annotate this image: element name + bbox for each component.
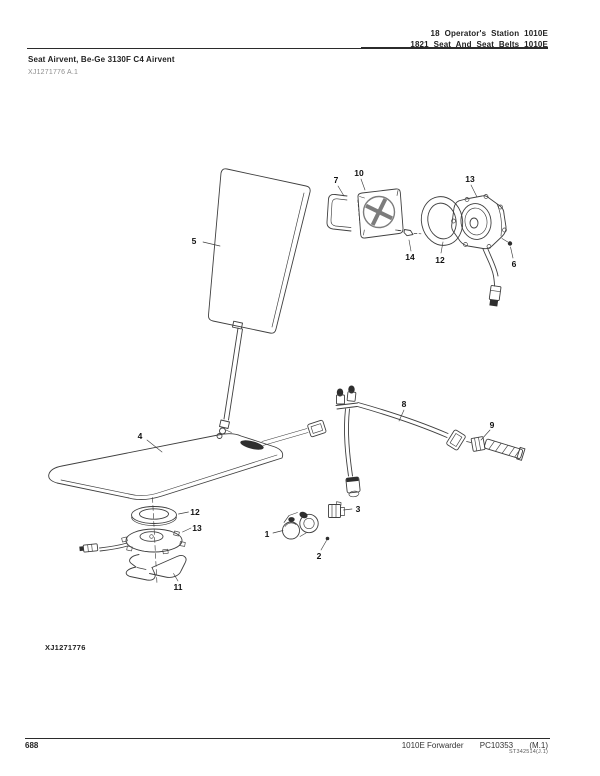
part-label-1: 1 [264, 529, 270, 539]
part-label-8: 8 [401, 399, 407, 409]
part-label-4: 4 [137, 431, 143, 441]
screw-6 [501, 238, 513, 246]
seat-back-panel [208, 168, 311, 334]
connector-strap-9 [470, 436, 526, 461]
footer-rule [25, 738, 550, 740]
cushion-harness-connector [307, 419, 327, 438]
part-label-7: 7 [333, 175, 339, 185]
figure-id: XJ1271776 [45, 643, 86, 652]
footer-doc-code: ST342514(J.1) [509, 749, 548, 755]
page-title: Seat Airvent, Be-Ge 3130F C4 Airvent [28, 55, 175, 64]
part-label-12-bottom: 12 [190, 507, 200, 517]
seat-back-support-tube [216, 327, 243, 439]
page-number: 688 [25, 741, 39, 750]
label-leader-lines [146, 178, 514, 582]
part-label-3: 3 [355, 504, 361, 514]
part-label-14: 14 [405, 252, 415, 262]
mounting-bracket-11 [125, 554, 187, 581]
header-subsection-line: 1821 Seat And Seat Belts 1010E [410, 39, 548, 49]
seat-cushion-panel [48, 428, 309, 501]
vent-cover-plate-10 [357, 188, 404, 239]
fan-unit-13-bottom [79, 528, 186, 555]
part-label-9: 9 [489, 420, 495, 430]
header-rule [27, 48, 548, 49]
header-section-line: 18 Operator's Station 1010E [430, 29, 548, 38]
clip-3 [328, 501, 345, 518]
part-label-13-bottom: 13 [192, 523, 202, 533]
screw-2 [325, 536, 330, 541]
part-label-6: 6 [511, 259, 517, 269]
wiring-harness-8 [335, 385, 472, 498]
part-label-10: 10 [354, 168, 364, 178]
footer-model: 1010E Forwarder [401, 741, 464, 750]
footer-catalog: PC10353 [479, 741, 514, 750]
part-label-2: 2 [316, 551, 322, 561]
footer-publication-line: 1010E Forwarder PC10353 (M.1) [402, 741, 548, 750]
assembly-axis-dashed-line [152, 497, 158, 585]
nut-14 [397, 229, 422, 237]
page-title-code: XJ1271776 A.1 [28, 68, 79, 76]
seal-ring-12-top [420, 196, 464, 246]
vent-bracket-7 [326, 194, 352, 232]
fan-housing-13-top [451, 194, 507, 307]
vent-valve-assembly-1 [282, 511, 319, 540]
part-label-13-top: 13 [465, 174, 475, 184]
footer-edition: (M.1) [529, 741, 548, 750]
header-rule-accent [361, 47, 548, 49]
part-label-11: 11 [173, 582, 183, 592]
part-label-5: 5 [191, 236, 197, 246]
part-label-12-top: 12 [435, 255, 445, 265]
